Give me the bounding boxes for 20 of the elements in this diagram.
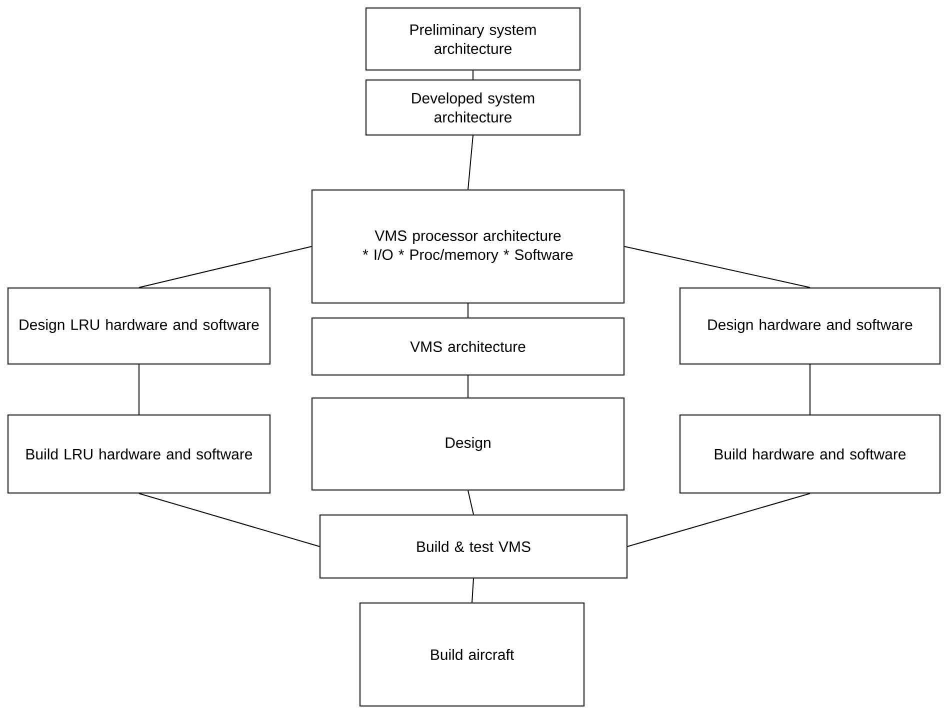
process-box: Preliminary system architecture <box>366 8 580 70</box>
process-box: Build LRU hardware and software <box>8 414 270 494</box>
process-box: Build aircraft <box>360 602 584 706</box>
connector-line <box>468 135 474 190</box>
connector-line <box>138 364 140 415</box>
process-box: Developed system architecture <box>366 80 580 136</box>
connector-line <box>627 493 810 547</box>
process-box: Build & test VMS <box>320 514 628 578</box>
process-box: VMS architecture <box>312 318 624 376</box>
process-box: Build hardware and software <box>680 414 940 494</box>
process-box: Design <box>312 398 624 490</box>
process-box: Design LRU hardware and software <box>8 288 270 364</box>
process-box: VMS processor architecture * I/O * Proc/memory * Software <box>312 190 624 304</box>
connector-line <box>624 246 810 288</box>
connector-line <box>472 70 474 80</box>
connector-line <box>468 490 474 515</box>
connector-line <box>138 246 312 288</box>
process-box: Design hardware and software <box>680 288 940 364</box>
connector-line <box>138 493 320 547</box>
connector-line <box>472 578 474 603</box>
